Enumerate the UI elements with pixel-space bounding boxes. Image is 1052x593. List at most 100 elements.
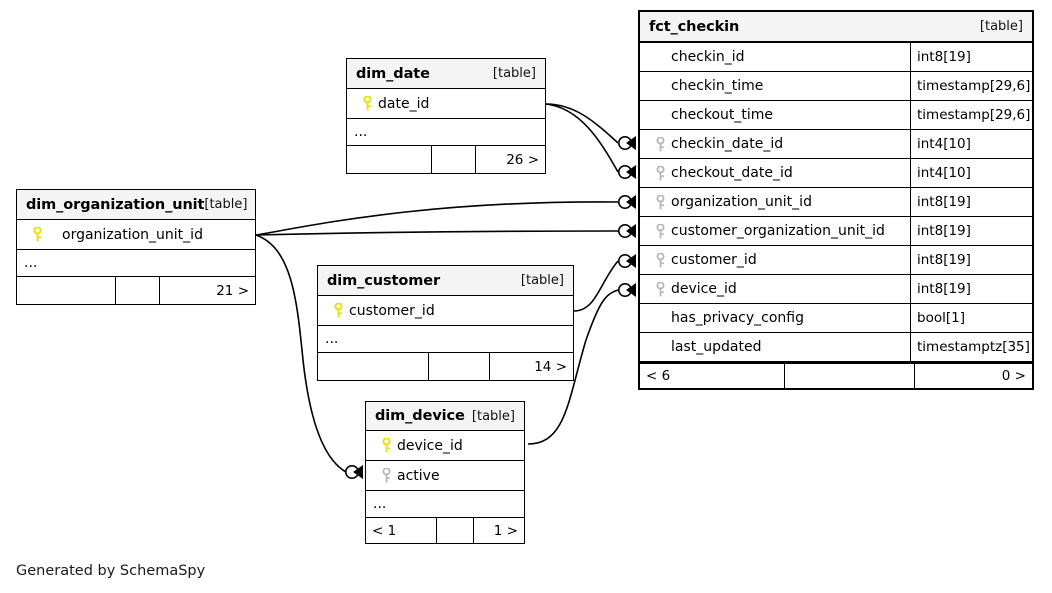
table-row[interactable]: checkin_id int8[19] <box>640 43 1032 72</box>
more-columns-ellipsis[interactable]: ... <box>366 491 524 518</box>
generated-by-label: Generated by SchemaSpy <box>16 563 206 579</box>
column-name-cell: checkin_time <box>640 72 910 100</box>
column-name: last_updated <box>671 339 762 355</box>
column-type: int8[19] <box>910 275 1032 303</box>
table-row[interactable]: checkout_date_id int4[10] <box>640 159 1032 188</box>
column-name-cell: customer_id <box>318 296 573 325</box>
foreign-key-icon <box>649 252 671 268</box>
foreign-key-icon <box>649 194 671 210</box>
edge-dim_customer-customer_id <box>573 260 619 312</box>
table-dim_organization_unit[interactable]: dim_organization_unit [table] organizati… <box>16 189 256 305</box>
column-name-cell: has_privacy_config <box>640 304 910 332</box>
table-row[interactable]: customer_id <box>318 296 573 326</box>
table-footer-fct_checkin: < 6 0 > <box>640 362 1032 388</box>
table-fct_checkin[interactable]: fct_checkin [table] checkin_id int8[19] … <box>638 10 1034 390</box>
table-row[interactable]: customer_id int8[19] <box>640 246 1032 275</box>
column-name: customer_organization_unit_id <box>671 223 885 239</box>
column-name: customer_id <box>671 252 757 268</box>
footer-next-count[interactable]: 21 > <box>159 277 255 304</box>
table-dim_customer[interactable]: dim_customer [table] customer_id ... 14 … <box>317 265 574 381</box>
table-footer-dim_customer: 14 > <box>318 353 573 380</box>
table-row[interactable]: date_id <box>347 89 545 119</box>
edge-dim_org-organization_unit_id <box>255 201 619 236</box>
edge-dim_date-checkout_date_id <box>545 103 619 173</box>
foreign-key-icon <box>649 136 671 152</box>
footer-middle <box>784 364 914 388</box>
foreign-key-icon <box>375 468 397 483</box>
table-row[interactable]: checkin_date_id int4[10] <box>640 130 1032 159</box>
table-header-dim_device: dim_device [table] <box>366 402 524 431</box>
footer-middle <box>115 277 159 304</box>
table-row[interactable]: last_updated timestamptz[35] <box>640 333 1032 362</box>
column-type: int4[10] <box>910 130 1032 158</box>
footer-prev-count[interactable] <box>17 277 115 304</box>
more-columns-ellipsis[interactable]: ... <box>318 326 573 353</box>
column-name-cell: checkin_id <box>640 43 910 71</box>
table-header-dim_date: dim_date [table] <box>347 59 545 89</box>
table-row[interactable]: organization_unit_id <box>17 220 255 250</box>
column-name-cell: active <box>366 461 524 490</box>
table-name: dim_customer <box>327 272 441 289</box>
column-type: bool[1] <box>910 304 1032 332</box>
more-columns-ellipsis[interactable]: ... <box>347 119 545 146</box>
footer-middle <box>428 353 489 380</box>
table-row[interactable]: checkout_time timestamp[29,6] <box>640 101 1032 130</box>
column-name: checkout_time <box>671 107 774 123</box>
table-footer-dim_date: 26 > <box>347 146 545 173</box>
footer-middle <box>436 518 473 543</box>
table-name: dim_date <box>356 65 430 82</box>
footer-prev-count[interactable] <box>347 146 431 173</box>
column-name-cell: organization_unit_id <box>640 188 910 216</box>
column-name: organization_unit_id <box>671 194 812 210</box>
column-name: device_id <box>671 281 737 297</box>
column-name: active <box>397 467 440 484</box>
table-dim_device[interactable]: dim_device [table] device_id active ... … <box>365 401 525 544</box>
primary-key-icon <box>26 227 48 242</box>
foreign-key-icon <box>649 281 671 297</box>
table-row[interactable]: has_privacy_config bool[1] <box>640 304 1032 333</box>
table-header-fct_checkin: fct_checkin [table] <box>640 12 1032 43</box>
column-name: customer_id <box>349 302 435 319</box>
primary-key-icon <box>375 438 397 453</box>
table-row[interactable]: checkin_time timestamp[29,6] <box>640 72 1032 101</box>
column-name-cell: organization_unit_id <box>17 220 255 249</box>
table-name: dim_organization_unit <box>26 196 205 213</box>
column-name-cell: last_updated <box>640 333 910 361</box>
table-row[interactable]: device_id int8[19] <box>640 275 1032 304</box>
column-name-cell: customer_id <box>640 246 910 274</box>
table-type-tag: [table] <box>471 408 515 424</box>
column-name: date_id <box>378 95 430 112</box>
table-name: fct_checkin <box>649 18 740 35</box>
column-type: int8[19] <box>910 188 1032 216</box>
column-name: organization_unit_id <box>62 226 203 243</box>
column-type: timestamp[29,6] <box>910 101 1032 129</box>
column-name-cell: device_id <box>366 431 524 460</box>
table-row[interactable]: active <box>366 461 524 491</box>
column-type: int8[19] <box>910 246 1032 274</box>
footer-next-count[interactable]: 1 > <box>473 518 524 543</box>
foreign-key-icon <box>649 223 671 239</box>
column-name-cell: checkin_date_id <box>640 130 910 158</box>
footer-next-count[interactable]: 26 > <box>475 146 545 173</box>
table-header-dim_organization_unit: dim_organization_unit [table] <box>17 190 255 220</box>
footer-prev-count[interactable]: < 6 <box>646 368 671 384</box>
column-name: checkin_date_id <box>671 136 784 152</box>
column-name-cell: customer_organization_unit_id <box>640 217 910 245</box>
table-dim_date[interactable]: dim_date [table] date_id ... 26 > <box>346 58 546 174</box>
edge-dim_org-customer_organization_unit_id <box>255 230 619 236</box>
column-type: int8[19] <box>910 43 1032 71</box>
footer-next-count[interactable]: 14 > <box>489 353 573 380</box>
footer-prev-count[interactable]: < 1 <box>372 522 397 539</box>
column-name: checkin_id <box>671 49 745 65</box>
footer-prev-count[interactable] <box>318 353 428 380</box>
column-type: int4[10] <box>910 159 1032 187</box>
table-header-dim_customer: dim_customer [table] <box>318 266 573 296</box>
table-row[interactable]: organization_unit_id int8[19] <box>640 188 1032 217</box>
table-row[interactable]: device_id <box>366 431 524 461</box>
table-row[interactable]: customer_organization_unit_id int8[19] <box>640 217 1032 246</box>
table-footer-dim_organization_unit: 21 > <box>17 277 255 304</box>
footer-next-count[interactable]: 0 > <box>914 364 1032 388</box>
primary-key-icon <box>356 96 378 111</box>
more-columns-ellipsis[interactable]: ... <box>17 250 255 277</box>
column-name: checkout_date_id <box>671 165 793 181</box>
